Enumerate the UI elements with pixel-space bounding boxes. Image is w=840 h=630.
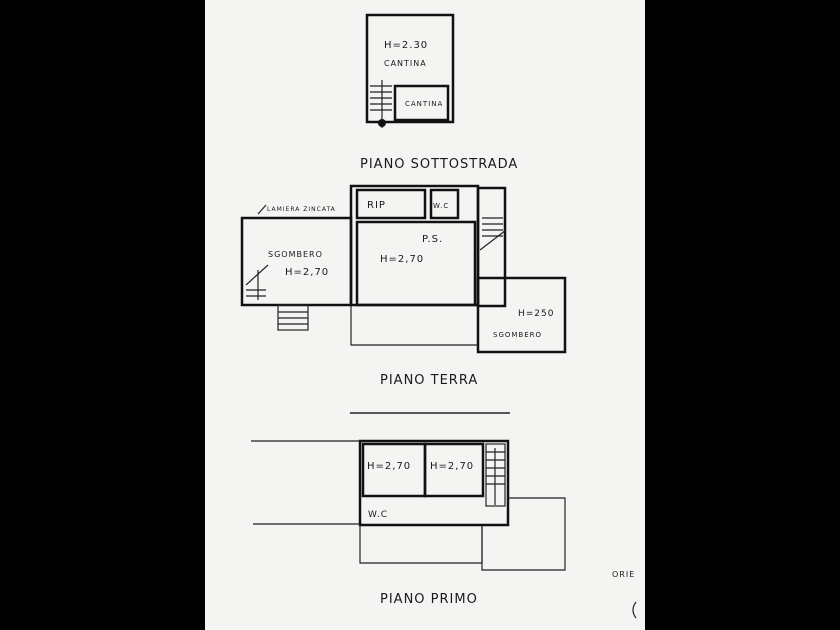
ground-stairs: [479, 217, 507, 251]
bedroom-2-height: H=2,70: [430, 461, 474, 472]
ps-label: P.S.: [422, 234, 443, 245]
first-block-wall: [358, 439, 510, 527]
left-room-height: H=2,70: [285, 267, 329, 278]
wc-room: [429, 188, 460, 220]
site-outline: [251, 440, 566, 571]
stair-arrow-icon: [378, 119, 386, 127]
ground-plan: LAMIERA ZINCATA SGOMBERO H=2,70 RIP W.C …: [240, 184, 567, 354]
cantina-label: CANTINA: [384, 59, 427, 68]
wc-label: W.C: [433, 202, 449, 210]
first-plan: H=2,70 H=2,70 W.C: [251, 439, 566, 571]
first-wc-label: W.C: [368, 510, 388, 520]
rip-label: RIP: [367, 200, 386, 211]
right-storage-room: [476, 276, 567, 354]
portico-outline: [350, 305, 478, 346]
basement-height: H=2.30: [384, 40, 428, 51]
left-stairs: [245, 264, 309, 331]
ps-height: H=2,70: [380, 254, 424, 265]
ground-title: PIANO TERRA: [380, 373, 478, 388]
first-stairs: [485, 443, 506, 507]
cantina-small-label: CANTINA: [405, 100, 443, 108]
roof-note: LAMIERA ZINCATA: [267, 206, 336, 213]
bedroom-2: [423, 442, 485, 498]
ps-room: [355, 220, 477, 307]
right-room-label: SGOMBERO: [493, 331, 542, 339]
right-room-height: H=250: [518, 309, 555, 319]
roof-note-leader: [257, 204, 267, 215]
orientation-label: ORIE: [612, 570, 635, 579]
basement-plan: H=2.30 CANTINA CANTINA: [365, 13, 455, 128]
paper-sheet: [205, 0, 645, 630]
compass-fragment-icon: [632, 601, 637, 619]
basement-title: PIANO SOTTOSTRADA: [360, 157, 518, 172]
cantina-small-room: [393, 84, 450, 122]
first-title: PIANO PRIMO: [380, 592, 478, 607]
left-room-label: SGOMBERO: [268, 250, 323, 259]
cantina-outer-wall: [365, 13, 455, 124]
rip-room: [355, 188, 427, 220]
stair-hall: [476, 186, 507, 308]
bedroom-1-height: H=2,70: [367, 461, 411, 472]
